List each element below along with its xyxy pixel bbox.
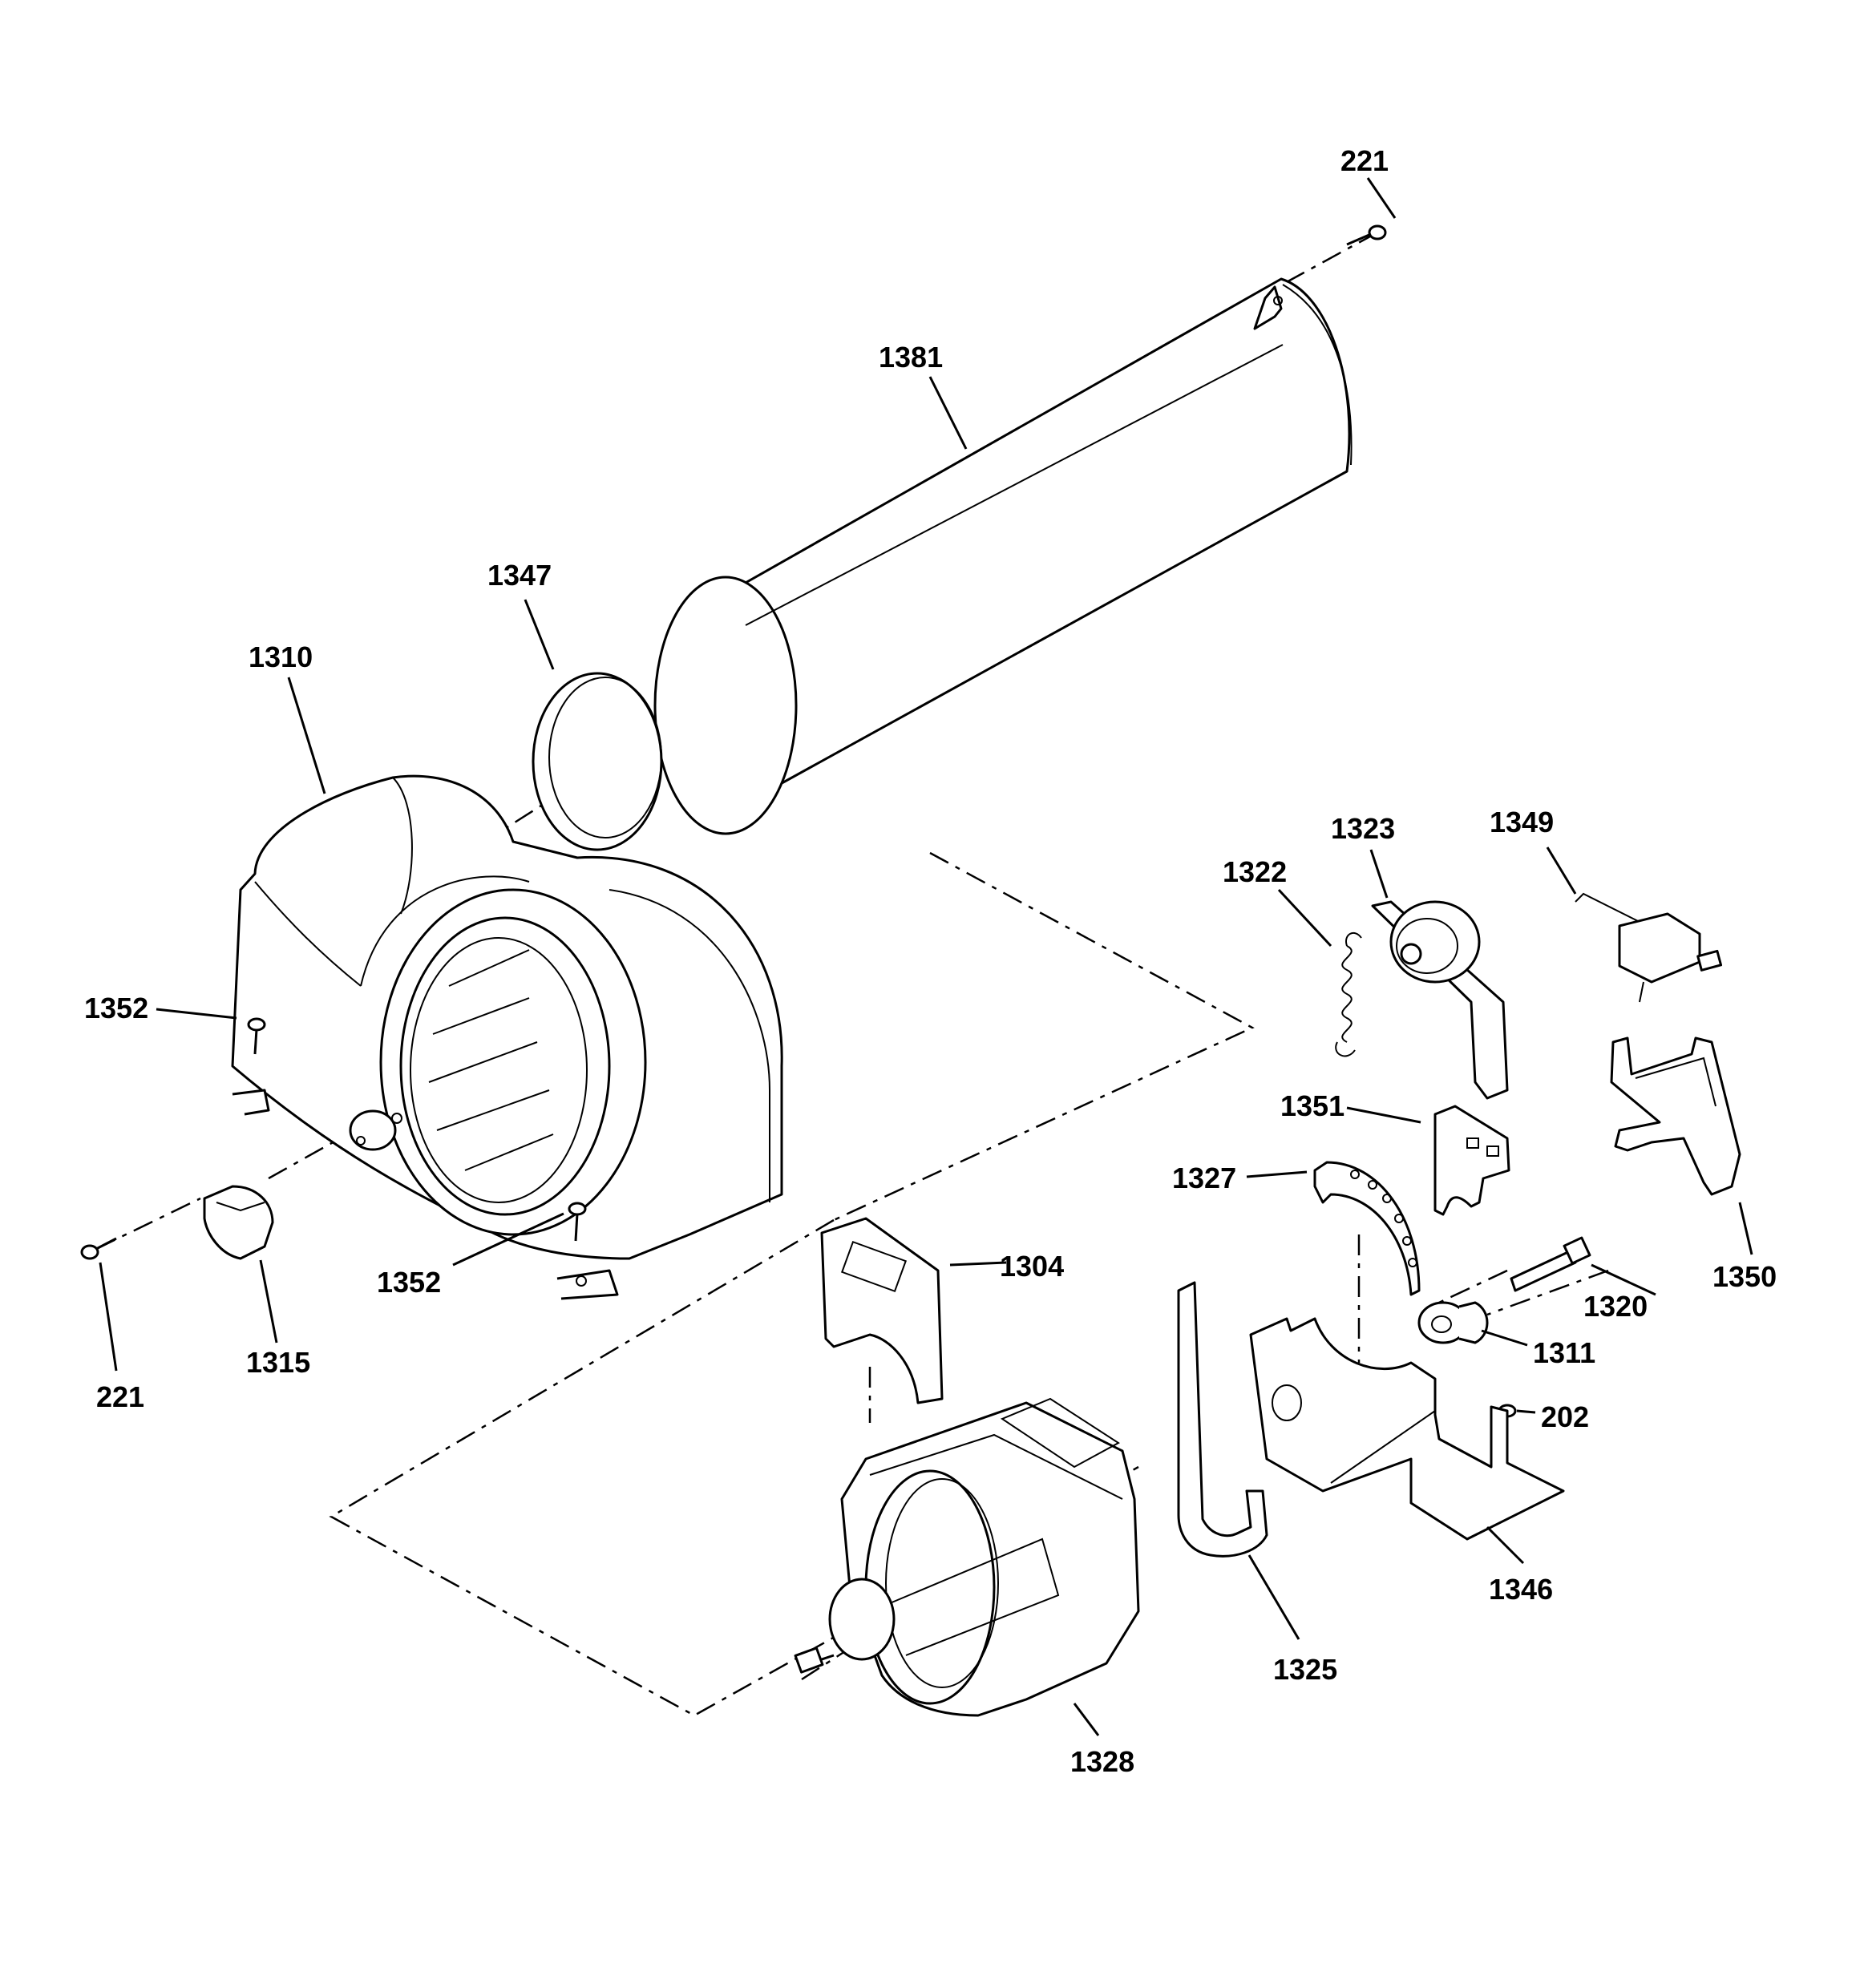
label-1323: 1323 (1331, 812, 1395, 845)
switch-bracket-1350 (1610, 1036, 1741, 1196)
label-1322: 1322 (1223, 855, 1287, 888)
pulley-strap-1327 (1313, 1161, 1421, 1296)
label-1352-upper: 1352 (84, 992, 148, 1024)
label-1315: 1315 (246, 1346, 310, 1379)
duct-tube-1381 (653, 277, 1353, 835)
callout-labels: 221 1381 1347 1310 1323 1349 1322 1352 1… (84, 144, 1777, 1778)
roller-1311 (1417, 1301, 1489, 1344)
drive-motor-1328 (794, 1397, 1140, 1717)
label-1349: 1349 (1490, 806, 1554, 838)
callout-leaders (99, 177, 1753, 1736)
door-switch-1349 (1575, 892, 1723, 1003)
label-1351: 1351 (1280, 1089, 1344, 1122)
motor-mount-1304 (820, 1217, 944, 1404)
drive-belt-1325 (1177, 1281, 1268, 1558)
label-1325: 1325 (1273, 1653, 1337, 1686)
label-1328: 1328 (1070, 1745, 1134, 1778)
motor-mount-plate-1346 (1249, 1317, 1565, 1541)
label-221-left: 221 (96, 1380, 144, 1413)
screw-221-top (1346, 224, 1387, 246)
spring-1322 (1335, 931, 1362, 1057)
ring-clamp-1347 (532, 672, 663, 851)
label-1320: 1320 (1583, 1290, 1648, 1323)
bolt-1320 (1510, 1236, 1591, 1292)
label-1311: 1311 (1533, 1336, 1595, 1369)
label-1352-lower: 1352 (377, 1266, 441, 1299)
label-202: 202 (1541, 1400, 1589, 1433)
bracket-1351 (1433, 1105, 1510, 1216)
blower-housing-1310 (231, 774, 783, 1300)
thermostat-1315 (203, 1185, 274, 1260)
label-1310: 1310 (249, 640, 313, 673)
screw-1352-lower (568, 1202, 587, 1242)
label-1347: 1347 (487, 559, 552, 592)
label-1346: 1346 (1489, 1573, 1553, 1606)
label-1304: 1304 (1000, 1250, 1064, 1283)
label-221-top: 221 (1340, 144, 1389, 177)
screw-221-left (80, 1237, 117, 1260)
label-1381: 1381 (879, 341, 943, 374)
label-1327: 1327 (1172, 1162, 1236, 1194)
label-1350: 1350 (1712, 1260, 1777, 1293)
idler-pulley-1323 (1371, 900, 1509, 1100)
screw-1352-upper (247, 1017, 266, 1055)
